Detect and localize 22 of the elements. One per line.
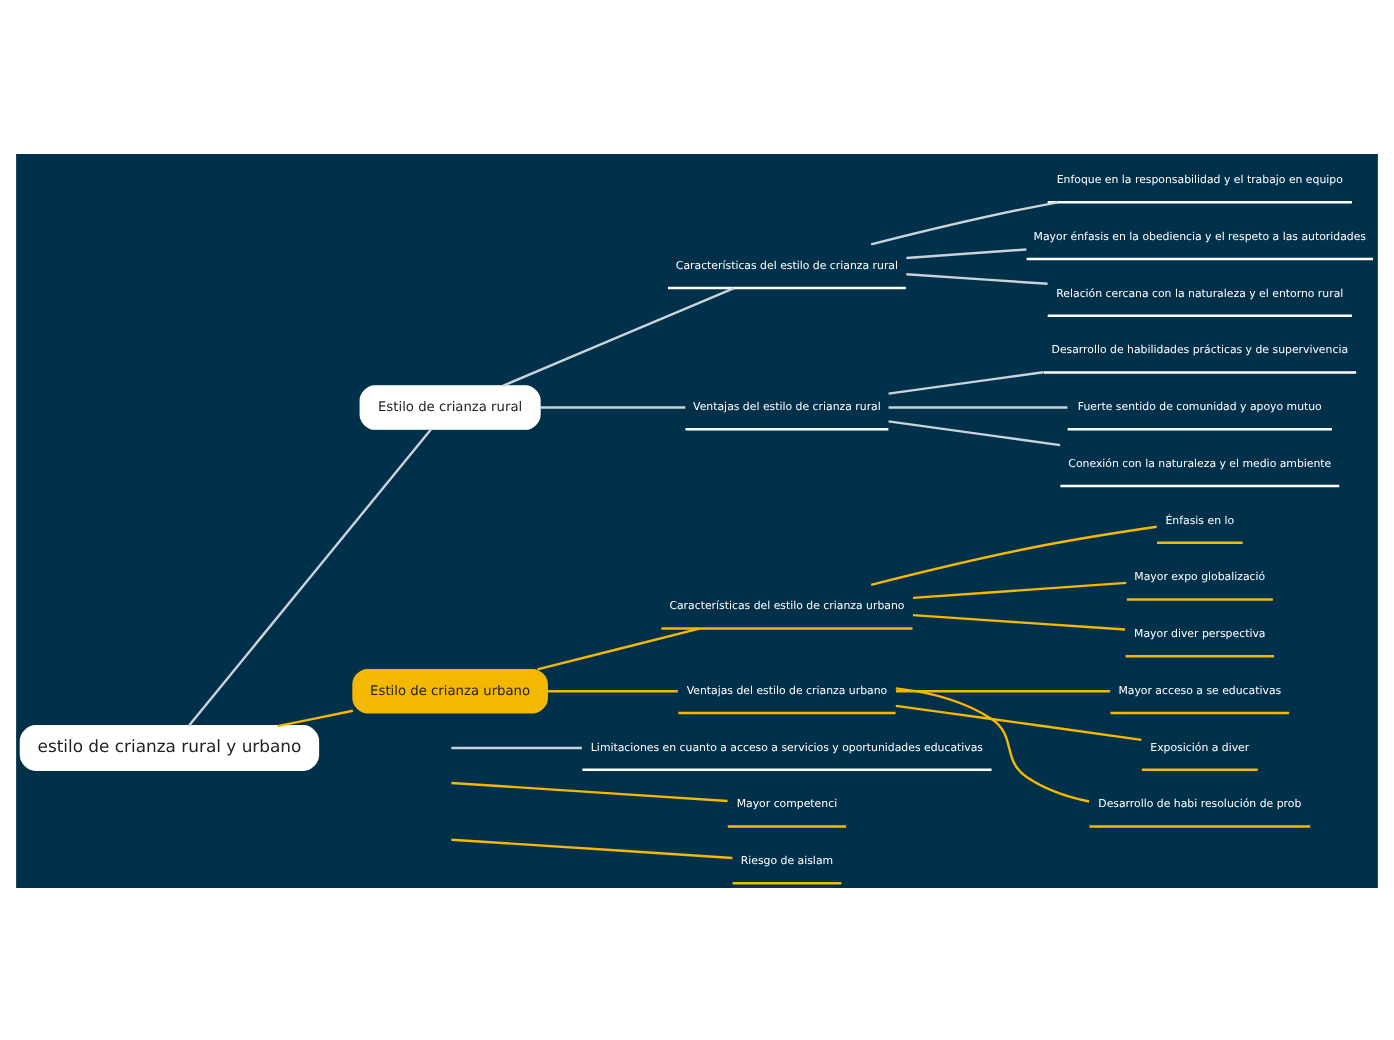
connector: [912, 612, 1126, 630]
connector: [895, 686, 1090, 802]
connector: [451, 837, 733, 859]
connector: [895, 703, 1142, 741]
connector: [888, 405, 1068, 408]
node-box: estilo de crianza rural y urbano: [19, 724, 320, 770]
connector: [187, 427, 432, 726]
connector: [451, 780, 728, 802]
connector: [912, 580, 1127, 599]
connector: [277, 708, 354, 727]
connector: [906, 272, 1048, 285]
connector: [896, 689, 1111, 692]
connector: [870, 200, 1059, 245]
connector: [888, 370, 1044, 394]
connector: [451, 745, 582, 749]
connector: [537, 626, 700, 670]
connector: [870, 524, 1157, 586]
connector: [888, 419, 1061, 446]
connector: [906, 247, 1027, 259]
connector: [502, 285, 735, 386]
connector: [547, 689, 678, 692]
connector: [540, 405, 686, 408]
